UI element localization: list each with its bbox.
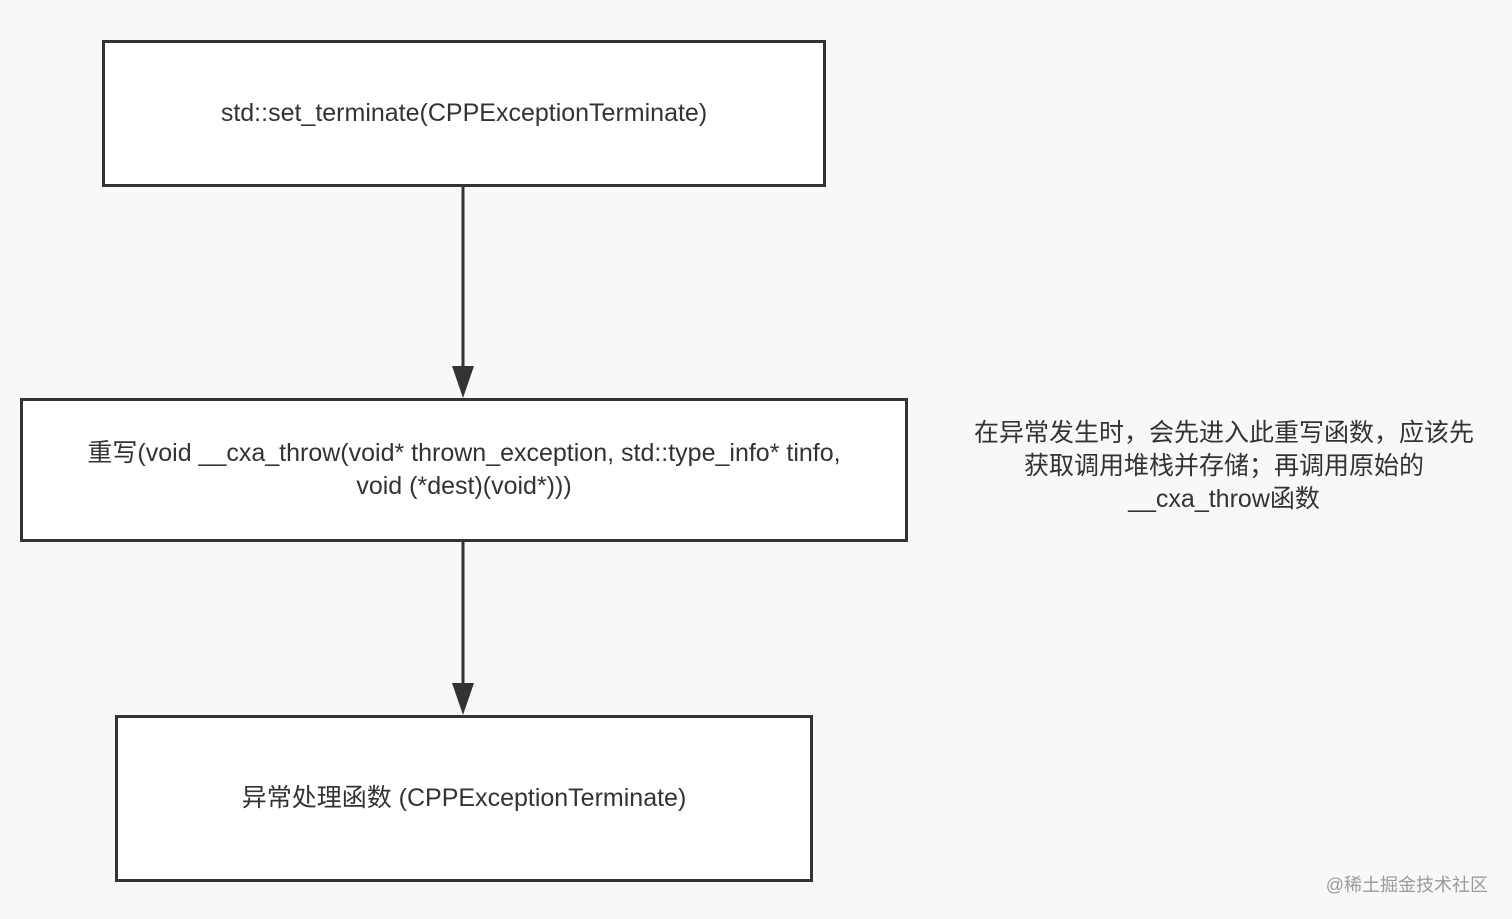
side-note-line-2: 获取调用堆栈并存储；再调用原始的	[1023, 452, 1424, 480]
node-override-cxa-throw-line-2: void (*dest)(void*)))	[356, 472, 572, 500]
node-override-cxa-throw-line-1: 重写(void __cxa_throw(void* thrown_excepti…	[87, 439, 841, 467]
node-exception-handler-text: 异常处理函数 (CPPExceptionTerminate)	[242, 782, 687, 815]
side-note-line-3: __cxa_throw函数	[1128, 485, 1320, 513]
arrow-set-terminate-to-override	[452, 187, 474, 398]
node-override-cxa-throw-text: 重写(void __cxa_throw(void* thrown_excepti…	[87, 437, 840, 503]
side-note: 在异常发生时，会先进入此重写函数，应该先 获取调用堆栈并存储；再调用原始的 __…	[950, 417, 1498, 516]
watermark-text: @稀土掘金技术社区	[1325, 875, 1488, 895]
node-set-terminate-line-1: std::set_terminate(CPPExceptionTerminate…	[220, 99, 708, 127]
side-note-line-1: 在异常发生时，会先进入此重写函数，应该先	[973, 419, 1474, 447]
arrow-override-to-handler	[452, 542, 474, 715]
node-set-terminate: std::set_terminate(CPPExceptionTerminate…	[102, 40, 826, 187]
arrowhead-2	[452, 683, 474, 715]
node-override-cxa-throw: 重写(void __cxa_throw(void* thrown_excepti…	[20, 398, 908, 542]
node-set-terminate-text: std::set_terminate(CPPExceptionTerminate…	[221, 97, 707, 130]
node-exception-handler: 异常处理函数 (CPPExceptionTerminate)	[115, 715, 813, 882]
node-exception-handler-line-1: 异常处理函数 (CPPExceptionTerminate)	[241, 784, 687, 812]
arrowhead-1	[452, 366, 474, 398]
